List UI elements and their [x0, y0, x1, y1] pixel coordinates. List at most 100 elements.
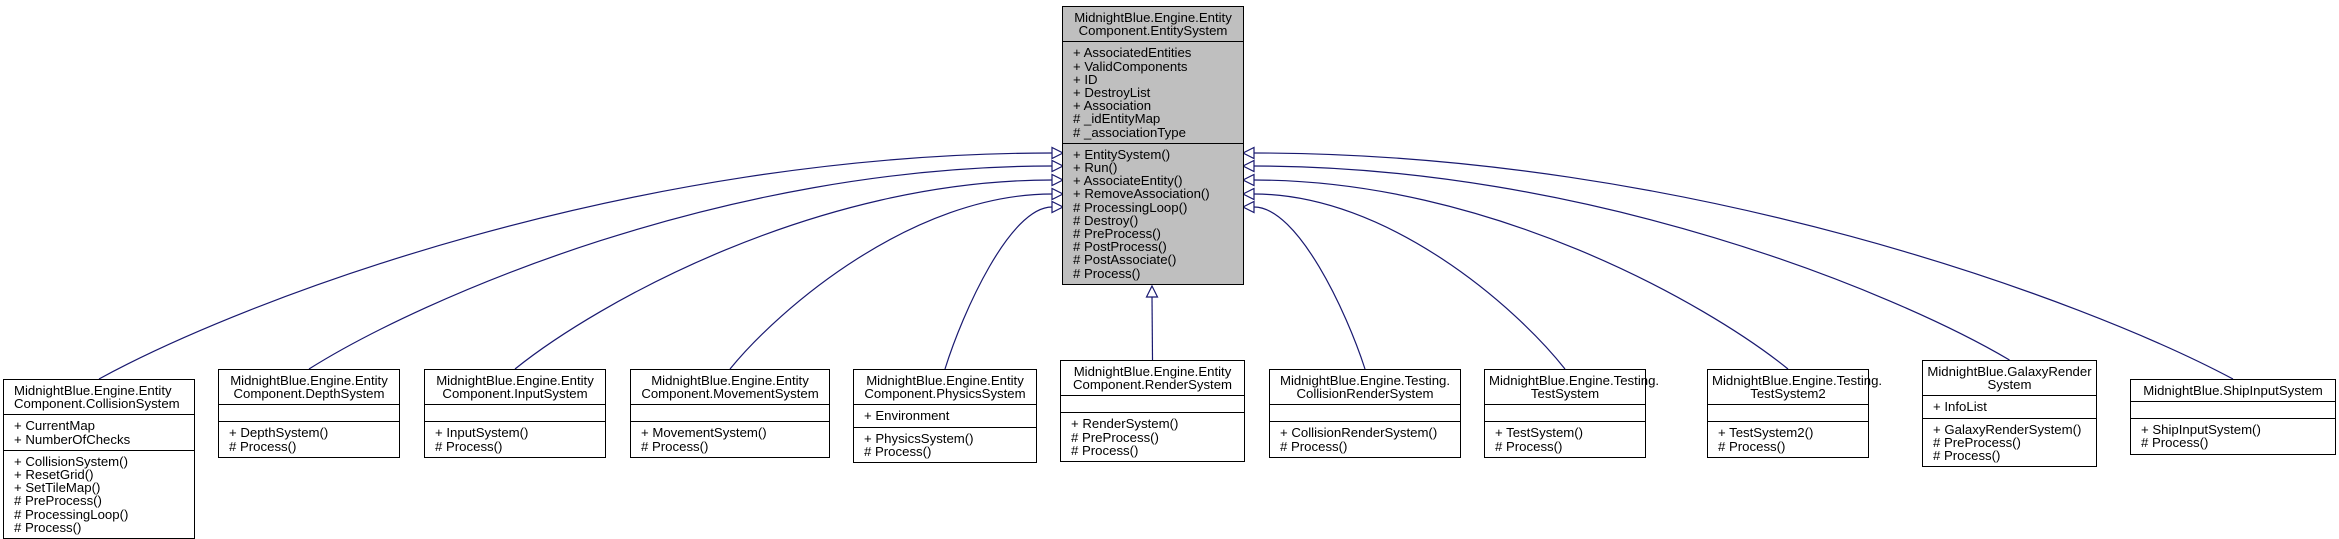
method-item: # Process() [864, 443, 932, 459]
method-item: + MovementSystem() [641, 425, 767, 441]
class-title-line: MidnightBlue.Engine.Entity [230, 373, 388, 388]
methods-section: + RenderSystem()# PreProcess()# Process(… [1061, 412, 1244, 461]
attributes-section [425, 404, 605, 421]
inheritance-arrowhead [1051, 173, 1065, 187]
method-item: + DepthSystem() [229, 425, 329, 441]
inheritance-line [729, 193, 1053, 370]
methods-section: + CollisionRenderSystem()# Process() [1270, 421, 1460, 456]
inheritance-line [1253, 179, 1789, 370]
inheritance-arrowhead [1051, 146, 1065, 160]
method-item: + EntitySystem() [1073, 146, 1171, 162]
class-title-line: MidnightBlue.ShipInputSystem [2143, 383, 2323, 398]
class-title-line: MidnightBlue.Engine.Entity [436, 373, 594, 388]
method-item: # PreProcess() [1071, 429, 1159, 445]
method-item: # ProcessingLoop() [14, 506, 129, 522]
method-item: # Process() [1073, 265, 1141, 281]
attribute-item: # _associationType [1073, 124, 1186, 140]
method-item: # Process() [435, 438, 503, 454]
attributes-section: + CurrentMap+ NumberOfChecks [4, 414, 194, 449]
inheritance-arrowhead [1241, 187, 1255, 201]
method-item: # PostProcess() [1073, 239, 1167, 255]
inheritance-line [1253, 206, 1366, 370]
methods-section: + TestSystem()# Process() [1485, 421, 1645, 456]
class-title-line: MidnightBlue.Engine.Entity [651, 373, 809, 388]
attribute-item: + ValidComponents [1073, 58, 1188, 74]
attributes-section [2131, 401, 2335, 418]
inheritance-arrowhead [1241, 159, 1255, 173]
methods-section: + TestSystem2()# Process() [1708, 421, 1868, 456]
method-item: + AssociateEntity() [1073, 173, 1183, 189]
class-title: MidnightBlue.Engine.Testing.CollisionRen… [1270, 370, 1460, 404]
class-title-line: TestSystem2 [1750, 386, 1826, 402]
attributes-section: + AssociatedEntities+ ValidComponents+ I… [1063, 41, 1243, 142]
class-title-line: MidnightBlue.Engine.Entity [1073, 364, 1232, 379]
methods-section: + MovementSystem()# Process() [631, 421, 829, 456]
class-title-line: System [1987, 377, 2032, 393]
inheritance-line [98, 152, 1053, 380]
method-item: # ProcessingLoop() [1073, 199, 1188, 215]
attribute-item: + ID [1073, 71, 1098, 87]
attribute-item: + AssociatedEntities [1073, 45, 1192, 61]
method-item: + ResetGrid() [14, 467, 94, 483]
methods-section: + PhysicsSystem()# Process() [854, 426, 1036, 462]
inheritance-line [514, 179, 1053, 370]
method-item: # Process() [1495, 438, 1563, 454]
attributes-section [219, 404, 399, 421]
class-title-line: Component.EntitySystem [1078, 23, 1228, 39]
class-box-testsystem2[interactable]: MidnightBlue.Engine.Testing.TestSystem2 +… [1707, 369, 1882, 458]
attribute-item: + NumberOfChecks [14, 431, 131, 447]
method-item: + TestSystem2() [1718, 425, 1814, 441]
attributes-section [1061, 395, 1244, 412]
inheritance-arrowhead [1051, 187, 1065, 201]
attribute-item: # _idEntityMap [1073, 111, 1161, 127]
methods-section: + EntitySystem()+ Run()+ AssociateEntity… [1063, 142, 1243, 284]
method-item: + GalaxyRenderSystem() [1933, 421, 2082, 437]
method-item: + CollisionRenderSystem() [1280, 425, 1438, 441]
class-title-line: Component.MovementSystem [641, 386, 819, 402]
attribute-item: + CurrentMap [14, 418, 95, 434]
inheritance-line [944, 206, 1053, 370]
inheritance-arrowhead [1241, 200, 1255, 214]
attribute-item: + DestroyList [1073, 85, 1151, 101]
method-item: + RenderSystem() [1071, 416, 1179, 432]
methods-section: + CollisionSystem()+ ResetGrid()+ SetTil… [4, 449, 194, 538]
inheritance-line [1253, 165, 2010, 361]
class-title: MidnightBlue.Engine.Testing.TestSystem2 [1708, 370, 1882, 404]
method-item: # Process() [2141, 435, 2209, 451]
method-item: # PreProcess() [14, 493, 102, 509]
class-title-line: Component.PhysicsSystem [864, 386, 1026, 402]
class-box-collisionrendersystem[interactable]: MidnightBlue.Engine.Testing.CollisionRen… [1269, 369, 1461, 458]
inheritance-edges [98, 146, 2234, 380]
inheritance-line [1253, 152, 2234, 380]
method-item: + InputSystem() [435, 425, 529, 441]
method-item: # Process() [229, 438, 297, 454]
class-title-line: Component.DepthSystem [233, 386, 385, 402]
class-box-testsystem[interactable]: MidnightBlue.Engine.Testing.TestSystem+ … [1484, 369, 1659, 458]
method-item: # Process() [1071, 442, 1139, 458]
inheritance-arrowhead [1241, 146, 1255, 160]
class-title-line: Component.InputSystem [442, 386, 588, 402]
class-title-line: MidnightBlue.GalaxyRender [1927, 364, 2092, 379]
attribute-item: + Association [1073, 98, 1152, 114]
class-box-shipinputsystem[interactable]: MidnightBlue.ShipInputSystem+ ShipInputS… [2130, 379, 2336, 455]
class-title-line: MidnightBlue.Engine.Testing. [1279, 373, 1451, 388]
method-item: # Process() [1933, 448, 2001, 464]
method-item: # Process() [14, 519, 82, 535]
inheritance-arrowhead [1241, 173, 1255, 187]
attribute-item: + Environment [864, 408, 950, 424]
method-item: # PreProcess() [1073, 226, 1161, 242]
methods-section: + InputSystem()# Process() [425, 421, 605, 456]
